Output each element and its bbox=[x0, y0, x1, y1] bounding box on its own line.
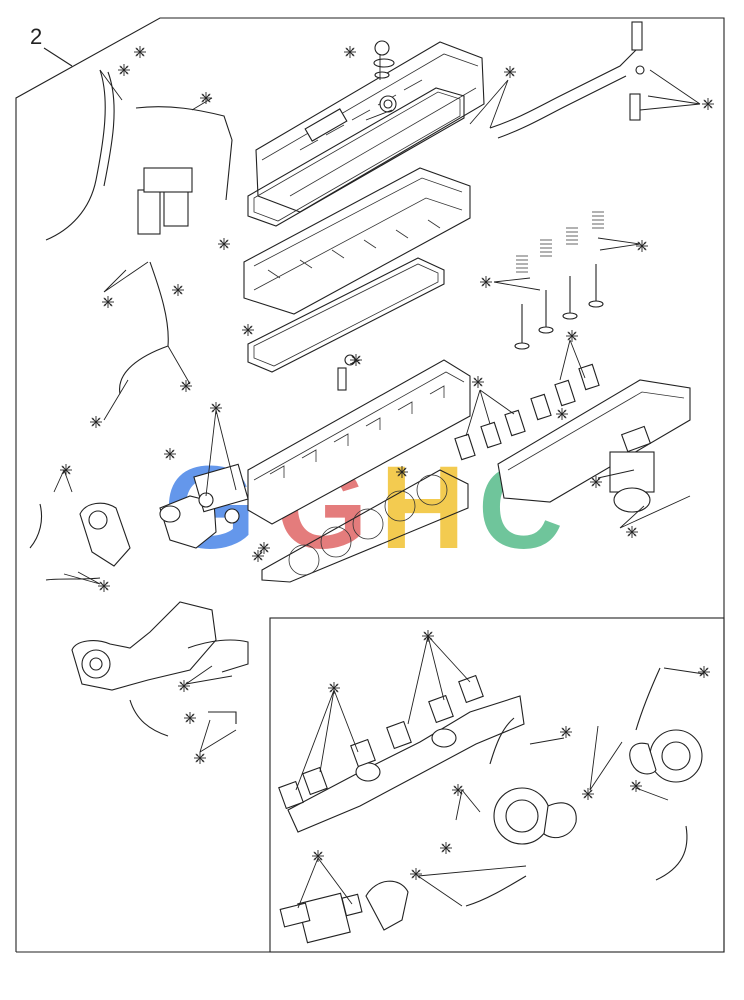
head-gasket bbox=[261, 469, 469, 583]
kit-marker-icon bbox=[184, 712, 196, 724]
kit-marker-icon bbox=[258, 542, 270, 554]
kit-marker-icon bbox=[480, 276, 492, 288]
kit-marker-icon bbox=[702, 98, 714, 110]
kit-marker-icon bbox=[626, 526, 638, 538]
kit-marker-icon bbox=[118, 64, 130, 76]
kit-markers bbox=[60, 46, 714, 880]
manifold-gaskets bbox=[454, 363, 600, 461]
kit-marker-icon bbox=[102, 296, 114, 308]
outer-frame bbox=[15, 17, 725, 953]
kit-marker-icon bbox=[210, 402, 222, 414]
kit-marker-icon bbox=[440, 842, 452, 854]
kit-marker-icon bbox=[344, 46, 356, 58]
kit-marker-icon bbox=[350, 354, 362, 366]
injection-pump bbox=[71, 601, 249, 737]
callout-number: 2 bbox=[30, 24, 42, 49]
kit-marker-icon bbox=[242, 324, 254, 336]
watermark-letter-3: H bbox=[380, 442, 465, 574]
kit-marker-icon bbox=[630, 780, 642, 792]
kit-marker-icon bbox=[636, 240, 648, 252]
kit-marker-icon bbox=[410, 868, 422, 880]
oil-cap-icon bbox=[374, 40, 390, 56]
valve-cover bbox=[255, 40, 485, 213]
kit-marker-icon bbox=[698, 666, 710, 678]
kit-marker-icon bbox=[172, 284, 184, 296]
water-pump bbox=[29, 502, 131, 581]
kit-marker-icon bbox=[582, 788, 594, 800]
kit-marker-icon bbox=[98, 580, 110, 592]
camshaft-housing bbox=[243, 167, 471, 315]
kit-marker-icon bbox=[472, 376, 484, 388]
kit-marker-icon bbox=[560, 726, 572, 738]
kit-marker-icon bbox=[556, 408, 568, 420]
kit-marker-icon bbox=[90, 416, 102, 428]
egr-valve bbox=[279, 880, 409, 944]
injector-pipes bbox=[489, 21, 645, 139]
kit-marker-icon bbox=[566, 330, 578, 342]
kit-marker-icon bbox=[164, 448, 176, 460]
turbocharger-1 bbox=[465, 717, 577, 907]
fuel-filter-assembly bbox=[45, 69, 233, 395]
valve-cover-gasket bbox=[247, 87, 465, 227]
kit-marker-icon bbox=[396, 466, 408, 478]
valve-springs bbox=[516, 211, 604, 273]
exhaust-manifold bbox=[287, 695, 525, 833]
leader-lines bbox=[53, 54, 705, 909]
thermostat-housing bbox=[159, 463, 249, 549]
lower-gasket bbox=[247, 257, 445, 373]
kit-marker-icon bbox=[134, 46, 146, 58]
kit-marker-icon bbox=[194, 752, 206, 764]
kit-marker-icon bbox=[178, 680, 190, 692]
kit-marker-icon bbox=[218, 238, 230, 250]
kit-marker-icon bbox=[180, 380, 192, 392]
kit-marker-icon bbox=[590, 476, 602, 488]
intake-manifold bbox=[497, 379, 691, 513]
kit-marker-icon bbox=[252, 550, 264, 562]
turbocharger-2 bbox=[629, 667, 703, 881]
cylinder-head bbox=[247, 354, 471, 525]
kit-marker-icon bbox=[200, 92, 212, 104]
kit-marker-icon bbox=[504, 66, 516, 78]
valves bbox=[514, 264, 604, 350]
kit-marker-icon bbox=[312, 850, 324, 862]
